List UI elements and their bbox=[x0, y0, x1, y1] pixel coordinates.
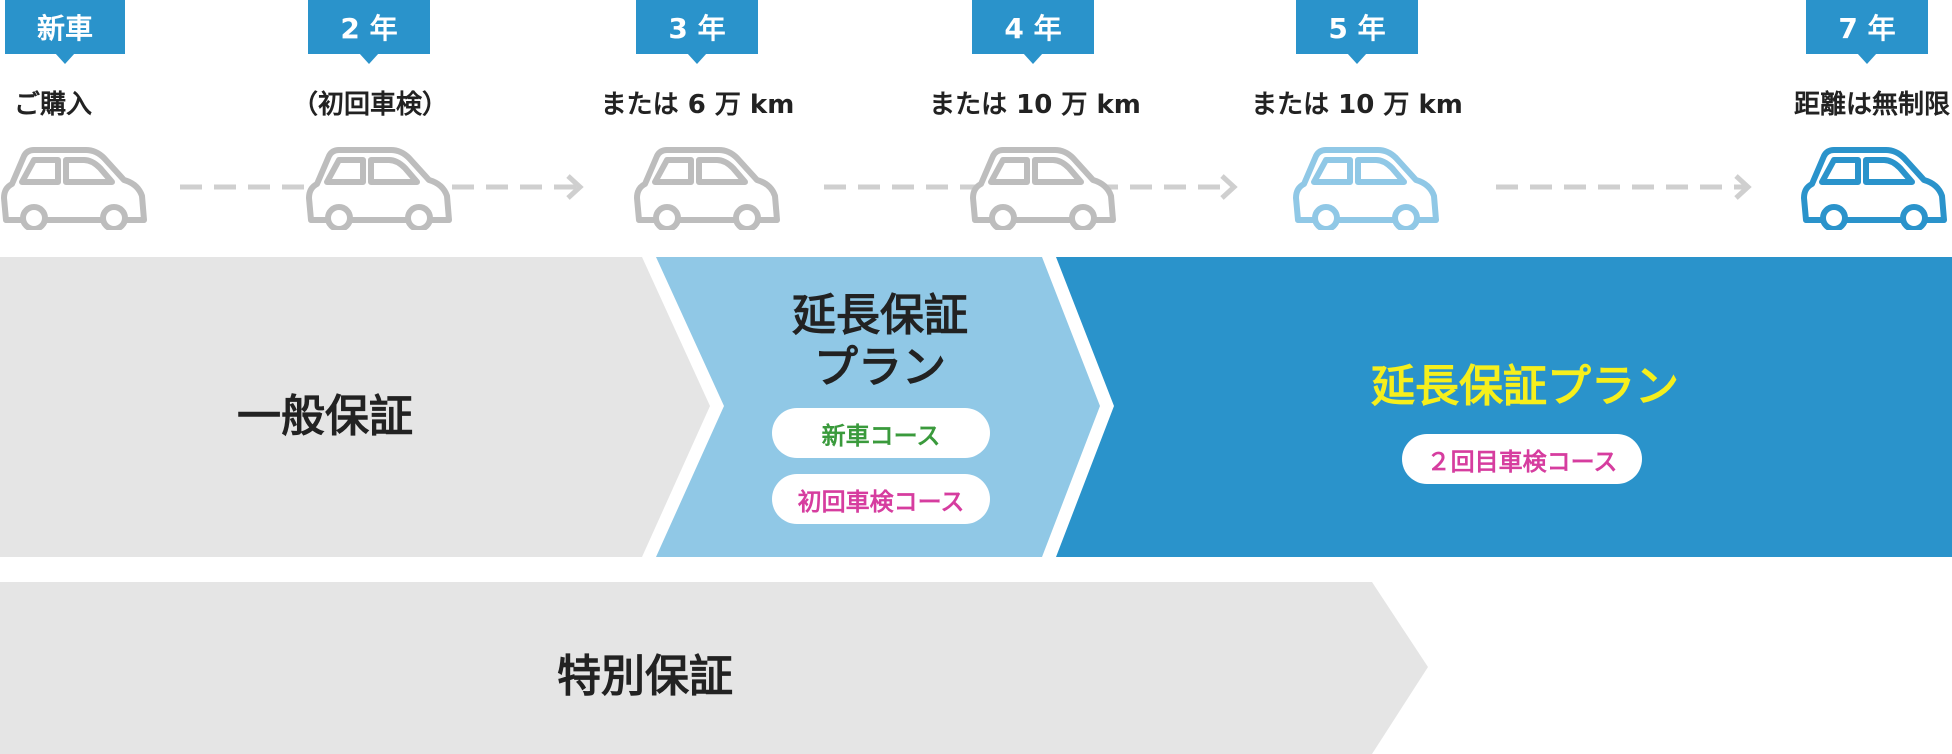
car-icon-3y bbox=[634, 147, 780, 230]
timeline-sub-purchase: ご購入 bbox=[14, 90, 93, 120]
dashed-arrow-1 bbox=[180, 174, 584, 200]
timeline-tag-2y: 2 年 bbox=[308, 0, 430, 64]
timeline-sub-60k: または 6 万 km bbox=[600, 90, 795, 120]
extended-new-label-line1: 延長保証 bbox=[792, 290, 968, 341]
timeline-tag-4y: 4 年 bbox=[972, 0, 1094, 64]
timeline-sub-100k-a: または 10 万 km bbox=[929, 90, 1141, 120]
general-warranty-label: 一般保証 bbox=[237, 391, 413, 442]
timeline-sub-unlimited: 距離は無制限 bbox=[1793, 90, 1950, 120]
special-warranty-label: 特別保証 bbox=[557, 651, 733, 702]
timeline-tag-3y: 3 年 bbox=[636, 0, 758, 64]
extended-new-band bbox=[656, 257, 1100, 557]
extended-new-label-line2: プラン bbox=[814, 342, 946, 393]
general-warranty-band bbox=[0, 257, 710, 557]
timeline-tag-7y: 7 年 bbox=[1806, 0, 1928, 64]
car-icon-7y bbox=[1801, 147, 1947, 230]
new-car-course-pill: 新車コース bbox=[772, 408, 990, 458]
special-warranty-band bbox=[0, 582, 1428, 754]
first-inspection-course-pill: 初回車検コース bbox=[772, 474, 990, 524]
timeline-tag-new: 新車 bbox=[5, 0, 125, 64]
car-icon-2y bbox=[306, 147, 452, 230]
second-inspection-course-pill: ２回目車検コース bbox=[1402, 434, 1642, 484]
car-icon-5y bbox=[1293, 147, 1439, 230]
timeline-tag-5y: 5 年 bbox=[1296, 0, 1418, 64]
extended-second-band bbox=[1056, 257, 1952, 557]
car-icon-new bbox=[1, 147, 147, 230]
timeline-sub-first-inspection: （初回車検） bbox=[291, 90, 448, 120]
car-icon-4y bbox=[970, 147, 1116, 230]
dashed-arrow-3 bbox=[1496, 174, 1752, 200]
timeline-sub-100k-b: または 10 万 km bbox=[1251, 90, 1463, 120]
extended-second-label: 延長保証プラン bbox=[1371, 361, 1679, 412]
